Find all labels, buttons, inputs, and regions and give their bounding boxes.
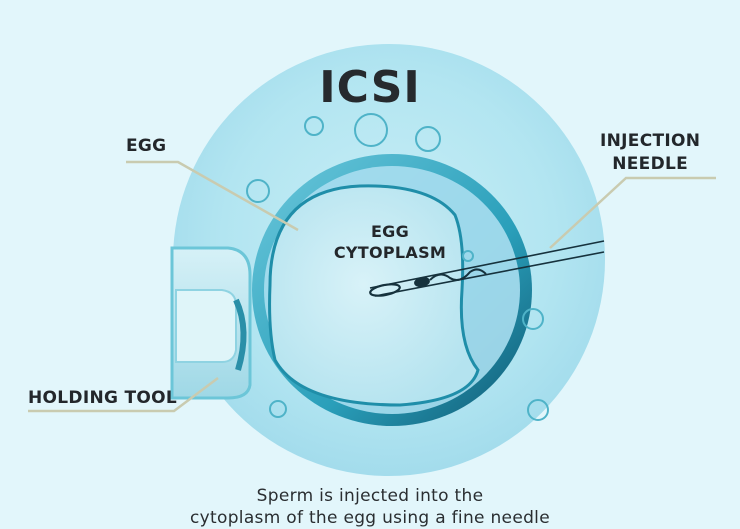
label-egg-cytoplasm-line1: EGG bbox=[370, 222, 410, 241]
sperm-head bbox=[414, 276, 430, 288]
label-injection-needle-line1: INJECTION bbox=[600, 131, 701, 151]
holding-tool bbox=[170, 246, 252, 400]
injection-needle bbox=[369, 240, 605, 297]
leader-lines bbox=[28, 160, 716, 413]
label-holding-tool: HOLDING TOOL bbox=[28, 388, 177, 408]
label-egg: EGG bbox=[126, 136, 167, 156]
caption-line1: Sperm is injected into the bbox=[256, 486, 484, 506]
label-egg-cytoplasm: EGG CYTOPLASM bbox=[300, 221, 480, 263]
holding-leader-line bbox=[28, 377, 219, 413]
diagram-caption: Sperm is injected into the cytoplasm of … bbox=[0, 485, 740, 529]
caption-line2: cytoplasm of the egg using a fine needle bbox=[190, 508, 550, 528]
bubbles bbox=[246, 113, 549, 421]
sperm-tail bbox=[429, 268, 487, 281]
label-egg-cytoplasm-line2: CYTOPLASM bbox=[333, 243, 447, 262]
needle-leader-line bbox=[549, 176, 716, 249]
diagram-title: ICSI bbox=[319, 62, 421, 113]
label-injection-needle: INJECTION NEEDLE bbox=[600, 130, 700, 176]
egg-leader-line bbox=[126, 160, 299, 232]
label-injection-needle-line2: NEEDLE bbox=[612, 154, 689, 174]
